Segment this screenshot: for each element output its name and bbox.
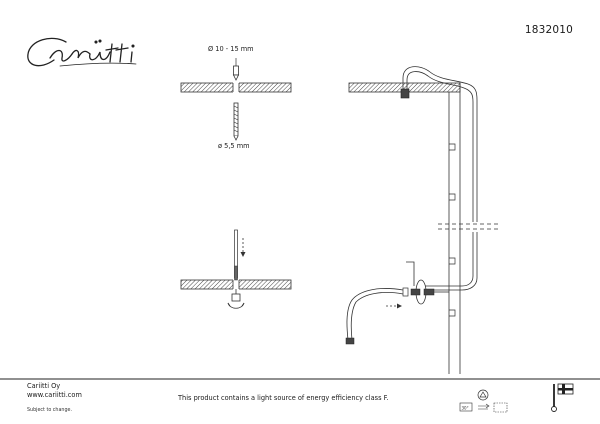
ceiling-light-icon: [477, 389, 489, 401]
drill-bit-icon: [232, 65, 240, 81]
finnish-flag-icon: [551, 383, 574, 412]
screw-icon: [233, 102, 239, 141]
light-end-fitting: [400, 88, 410, 99]
svg-text:30°: 30°: [462, 406, 469, 411]
drill-hole-diagram: [180, 58, 292, 141]
change-notice: Subject to change.: [27, 408, 72, 413]
brand-logo: [27, 37, 137, 67]
insert-fiber-diagram: [180, 229, 292, 309]
arrow-icon: [386, 303, 402, 309]
rotate-arrow-icon: [227, 289, 245, 309]
company-website[interactable]: www.cariitti.com: [27, 391, 82, 399]
energy-class-statement: This product contains a light source of …: [178, 394, 389, 402]
arrow-icon: [240, 238, 246, 257]
product-code: 1832010: [524, 24, 573, 36]
company-name: Cariitti Oy: [27, 382, 61, 390]
flat-surface-mount-icon: 30°: [459, 402, 508, 413]
screw-diameter-label: ø 5,5 mm: [218, 142, 250, 150]
fiber-connector: [402, 261, 449, 305]
hole-diameter-label: Ø 10 - 15 mm: [208, 45, 254, 53]
installation-diagram: [345, 66, 498, 374]
